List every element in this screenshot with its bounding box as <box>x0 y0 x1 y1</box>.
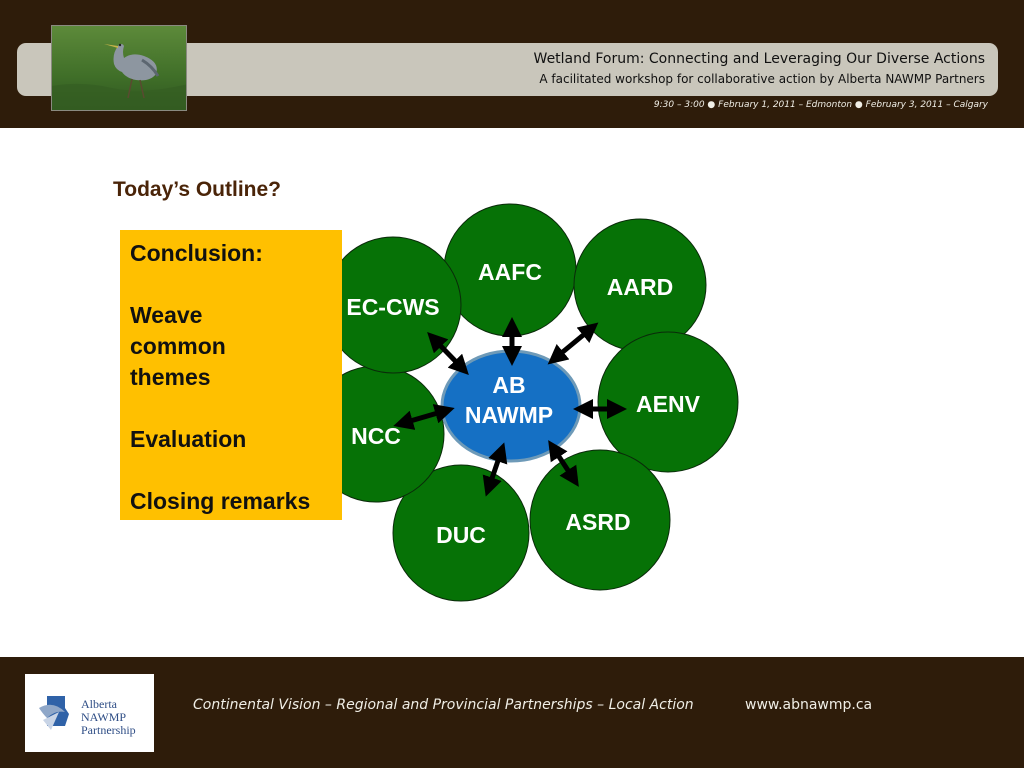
node-label: AENV <box>636 391 701 417</box>
connector-arrows <box>393 316 628 497</box>
logo-text-line3: Partnership <box>81 723 136 737</box>
heron-image <box>52 26 186 110</box>
node-aafc: AAFC <box>443 203 577 337</box>
node-aenv: AENV <box>597 331 739 473</box>
slide-title: Today’s Outline? <box>113 178 282 201</box>
outline-line: Evaluation <box>130 426 247 452</box>
node-label: EC-CWS <box>346 294 439 320</box>
node-duc: DUC <box>392 464 530 602</box>
arrow-aard <box>547 322 599 365</box>
header-title: Wetland Forum: Connecting and Leveraging… <box>533 51 985 67</box>
footer-url[interactable]: www.abnawmp.ca <box>745 697 873 713</box>
outline-line: common <box>130 333 226 359</box>
node-aard: AARD <box>573 218 707 352</box>
node-label: NCC <box>351 423 401 449</box>
node-label: ASRD <box>565 509 630 535</box>
nawmp-logo-image: Alberta NAWMP Partnership <box>39 696 136 737</box>
logo-text-line1: Alberta <box>81 697 118 711</box>
outline-line: Conclusion: <box>130 240 263 266</box>
center-label-line1: AB <box>492 372 525 398</box>
arrow-ec-cws <box>427 331 469 376</box>
node-ec-cws: EC-CWS <box>324 236 462 374</box>
arrow-asrd <box>548 440 579 487</box>
node-label: AARD <box>607 274 673 300</box>
arrow-ncc <box>393 404 455 430</box>
header-dates: 9:30 – 3:00 ● February 1, 2011 – Edmonto… <box>653 100 988 110</box>
heron-photo <box>51 25 187 111</box>
center-label-line2: NAWMP <box>465 402 553 428</box>
outline-line: Closing remarks <box>130 488 311 514</box>
footer-bar <box>0 657 1024 768</box>
outline-box: Conclusion: Weave common themes Evaluati… <box>120 230 342 520</box>
footer-tagline: Continental Vision – Regional and Provin… <box>193 697 694 713</box>
arrow-duc <box>482 442 508 497</box>
node-label: DUC <box>436 522 486 548</box>
outline-line: Weave <box>130 302 203 328</box>
header-subtitle: A facilitated workshop for collaborative… <box>539 72 985 86</box>
node-asrd: ASRD <box>529 449 671 591</box>
nawmp-logo: Alberta NAWMP Partnership <box>25 674 154 752</box>
header-bar: Wetland Forum: Connecting and Leveraging… <box>0 0 1024 128</box>
node-ncc: NCC <box>307 365 445 503</box>
node-label: AAFC <box>478 259 542 285</box>
logo-text-line2: NAWMP <box>81 710 126 724</box>
outline-line: themes <box>130 364 211 390</box>
